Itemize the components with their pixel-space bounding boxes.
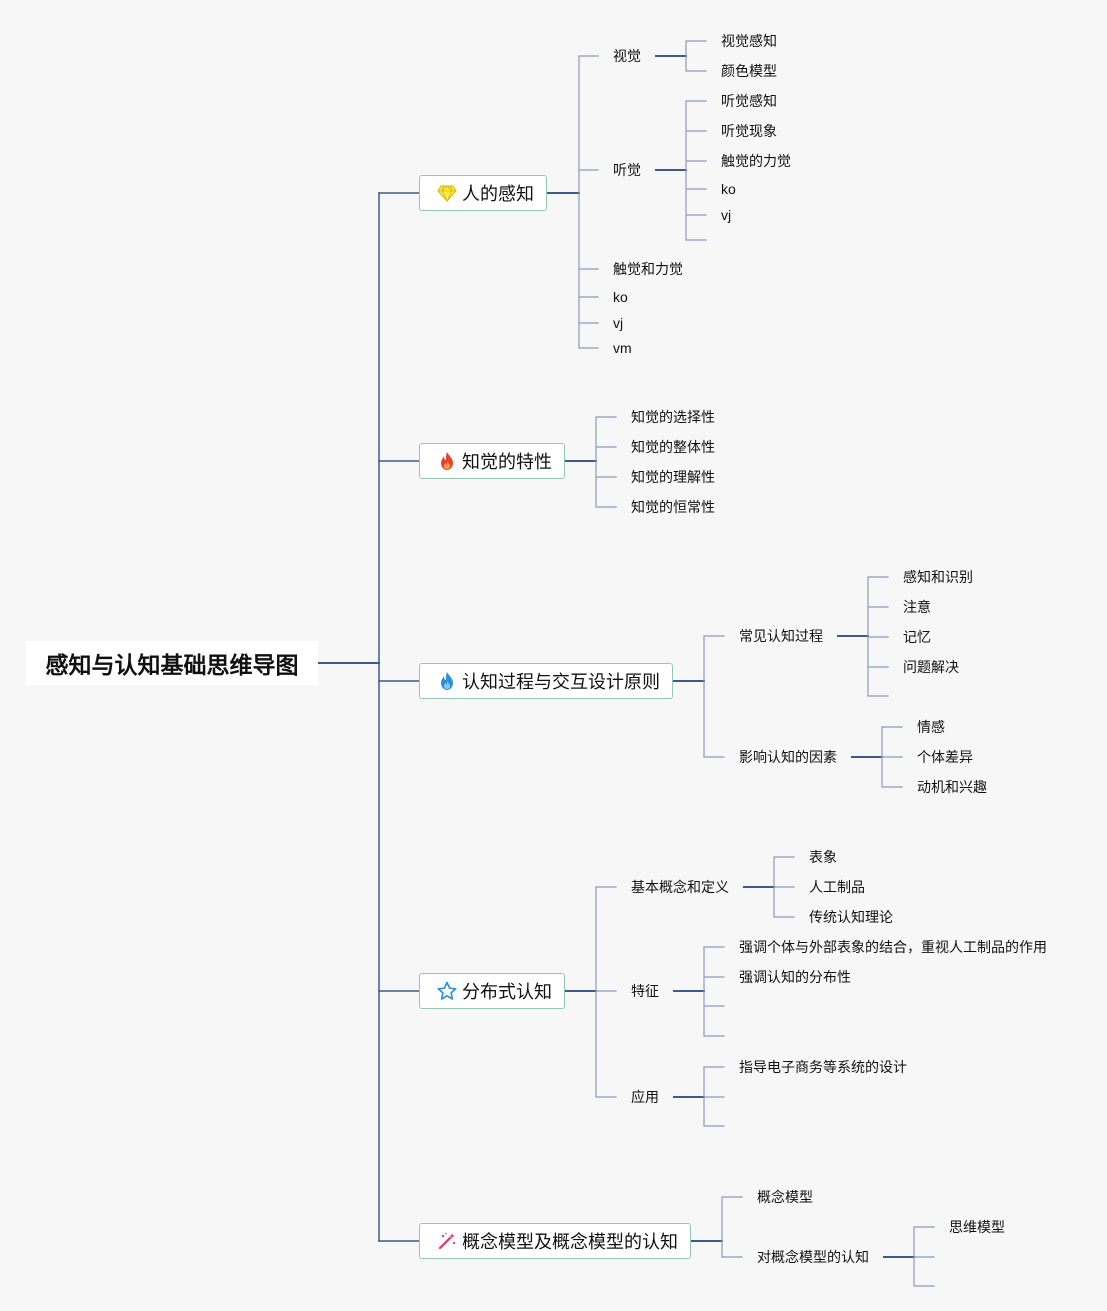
topic-concept-models[interactable]: 概念模型及概念模型的认知 (419, 1223, 691, 1259)
node-artifacts[interactable]: 人工制品 (809, 879, 865, 895)
node-influencing-factors[interactable]: 影响认知的因素 (739, 749, 837, 765)
node-auditory-perception[interactable]: 听觉感知 (721, 93, 777, 109)
topic-label: 人的感知 (462, 184, 534, 204)
node-color-model[interactable]: 颜色模型 (721, 63, 777, 79)
node-hearing[interactable]: 听觉 (613, 162, 641, 178)
node-emotion[interactable]: 情感 (917, 719, 945, 735)
topic-perception-characteristics[interactable]: 知觉的特性 (419, 443, 565, 479)
node-motivation-interest[interactable]: 动机和兴趣 (917, 779, 987, 795)
node-vision[interactable]: 视觉 (613, 48, 641, 64)
topic-label: 分布式认知 (462, 982, 552, 1002)
node-integrity[interactable]: 知觉的整体性 (631, 439, 715, 455)
node-common-process[interactable]: 常见认知过程 (739, 628, 823, 644)
node-problem-solving[interactable]: 问题解决 (903, 659, 959, 675)
topic-label: 知觉的特性 (462, 452, 552, 472)
magic-wand-icon (436, 1230, 458, 1252)
node-perception-recognition[interactable]: 感知和识别 (903, 569, 973, 585)
distributed-connectors (565, 856, 795, 1127)
node-feature-external[interactable]: 强调个体与外部表象的结合，重视人工制品的作用 (739, 939, 1047, 955)
node-vj[interactable]: vj (613, 315, 624, 331)
node-selectivity[interactable]: 知觉的选择性 (631, 409, 715, 425)
topic-cognition-process[interactable]: 认知过程与交互设计原则 (419, 663, 673, 699)
node-tactile-force[interactable]: 触觉的力觉 (721, 153, 791, 169)
root-connectors (317, 192, 420, 1242)
node-visual-perception[interactable]: 视觉感知 (721, 33, 777, 49)
star-icon (436, 980, 458, 1002)
node-attention[interactable]: 注意 (903, 599, 931, 615)
node-individual-differences[interactable]: 个体差异 (917, 749, 973, 765)
characteristics-connectors (565, 416, 617, 508)
root-topic[interactable]: 感知与认知基础思维导图 (26, 641, 318, 685)
node-constancy[interactable]: 知觉的恒常性 (631, 499, 715, 515)
node-auditory-phenomena[interactable]: 听觉现象 (721, 123, 777, 139)
node-representation[interactable]: 表象 (809, 849, 837, 865)
node-comprehension[interactable]: 知觉的理解性 (631, 469, 715, 485)
perception-connectors (547, 40, 707, 349)
node-basic-concepts[interactable]: 基本概念和定义 (631, 879, 729, 895)
node-ecommerce-design[interactable]: 指导电子商务等系统的设计 (739, 1059, 907, 1075)
node-features[interactable]: 特征 (631, 983, 659, 999)
node-memory[interactable]: 记忆 (903, 629, 931, 645)
node-mental-model[interactable]: 思维模型 (949, 1219, 1005, 1235)
node-ko[interactable]: ko (721, 181, 736, 197)
node-traditional-theory[interactable]: 传统认知理论 (809, 909, 893, 925)
node-vj[interactable]: vj (721, 207, 732, 223)
blue-flame-icon (436, 670, 458, 692)
concept-model-connectors (691, 1196, 935, 1287)
node-touch-and-force[interactable]: 触觉和力觉 (613, 261, 683, 277)
topic-label: 认知过程与交互设计原则 (462, 672, 660, 692)
node-ko[interactable]: ko (613, 289, 628, 305)
node-feature-distribution[interactable]: 强调认知的分布性 (739, 969, 851, 985)
node-concept-model-understanding[interactable]: 对概念模型的认知 (757, 1249, 869, 1265)
topic-human-perception[interactable]: 人的感知 (419, 175, 547, 211)
node-concept-model[interactable]: 概念模型 (757, 1189, 813, 1205)
diamond-icon (436, 182, 458, 204)
flame-icon (436, 450, 458, 472)
cognition-connectors (673, 576, 903, 788)
topic-label: 概念模型及概念模型的认知 (462, 1232, 678, 1252)
topic-distributed-cognition[interactable]: 分布式认知 (419, 973, 565, 1009)
node-applications[interactable]: 应用 (631, 1089, 659, 1105)
node-vm[interactable]: vm (613, 340, 632, 356)
